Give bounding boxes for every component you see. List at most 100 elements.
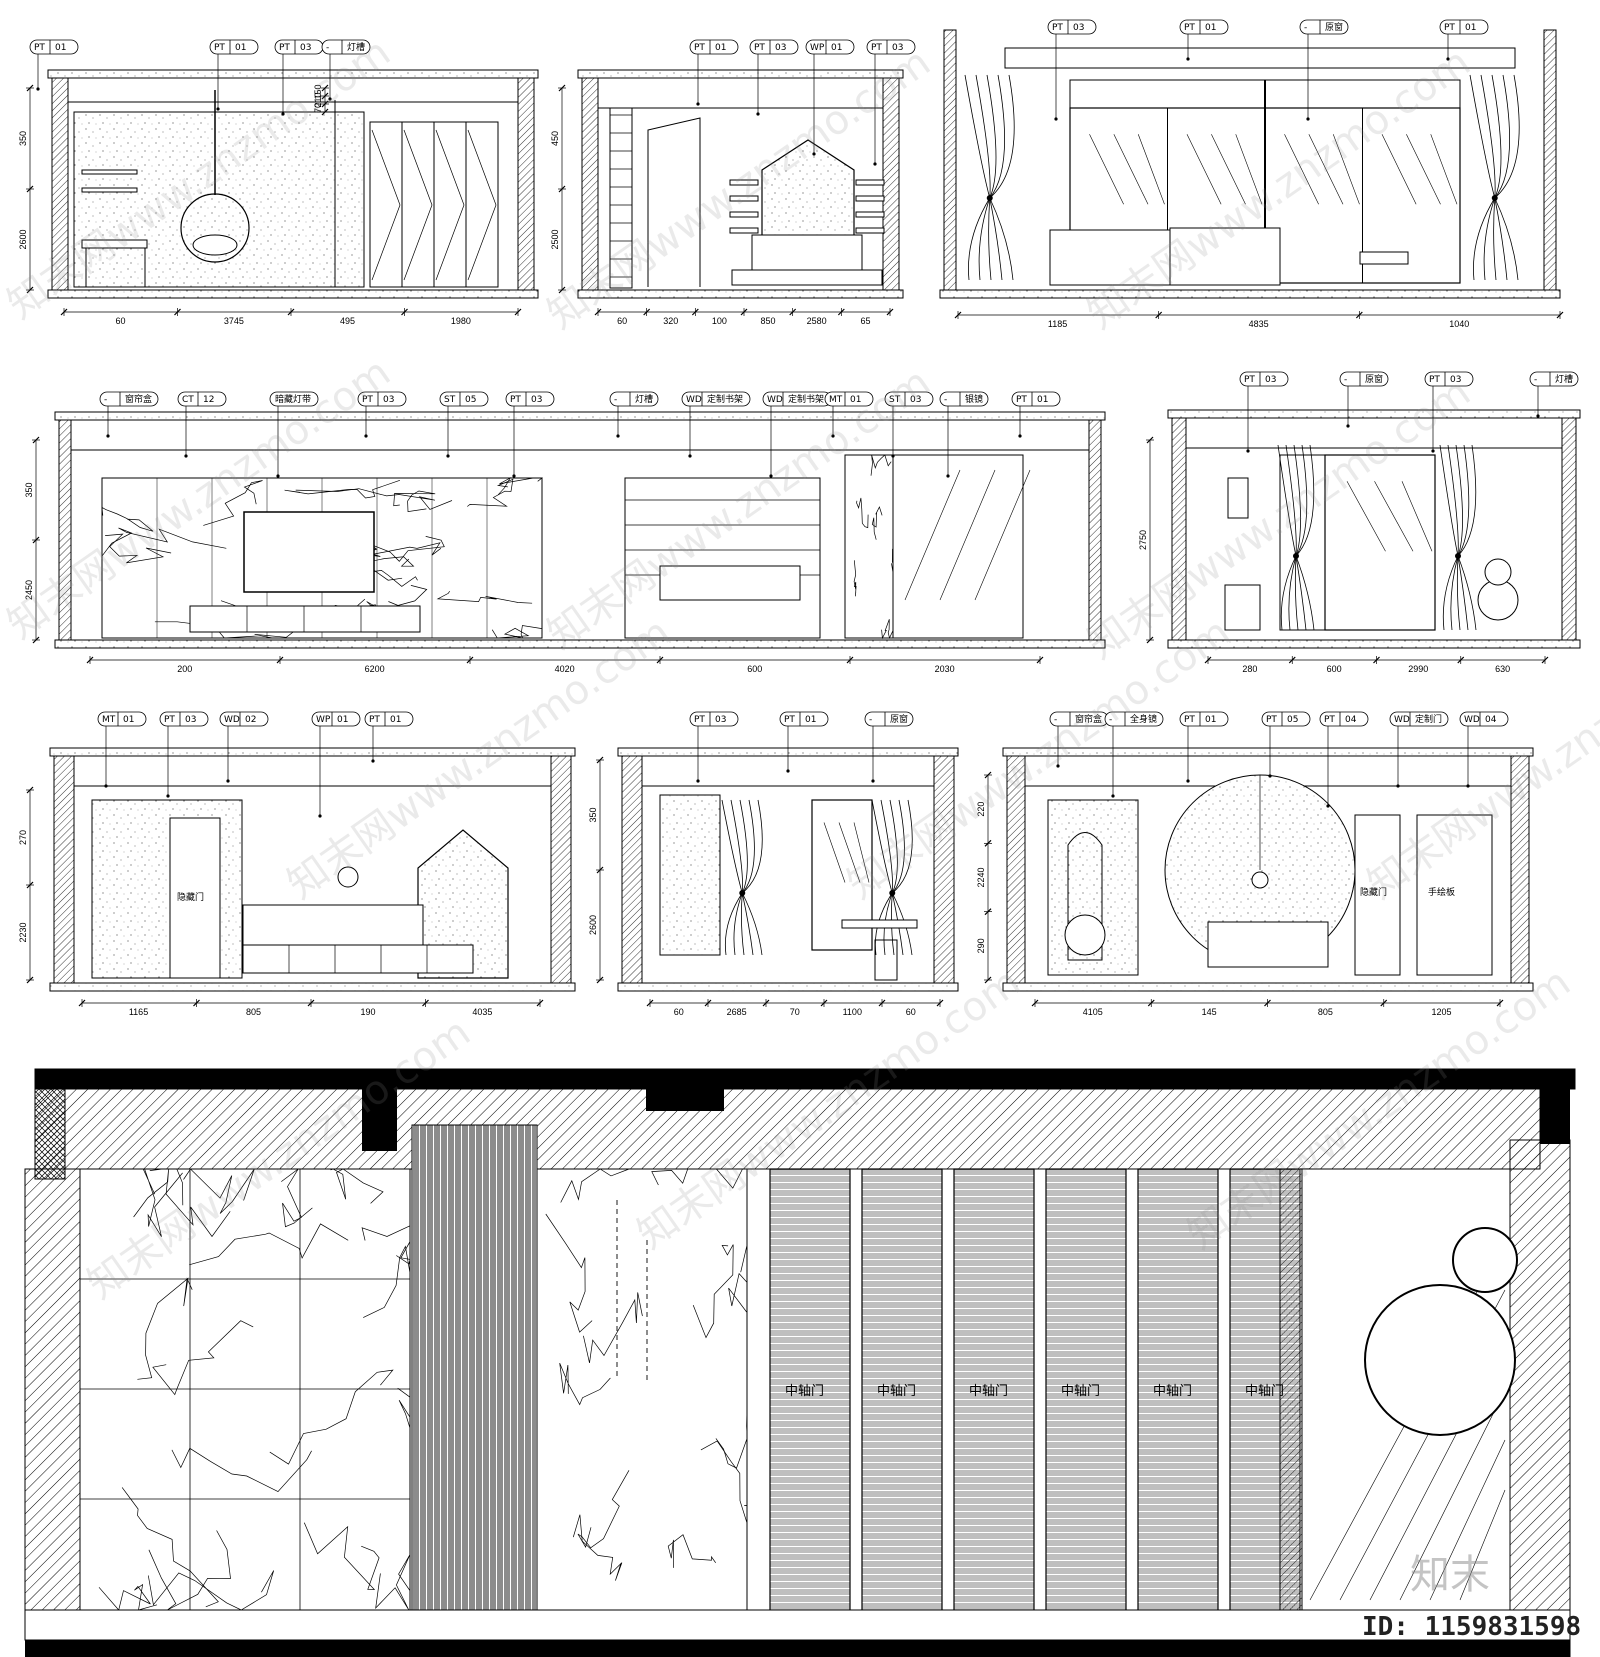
tag-number: 全身镜: [1130, 713, 1157, 725]
curtain-box: [1004, 47, 1516, 69]
window-glazing: [1324, 454, 1436, 631]
marble-wall-right: [536, 1168, 748, 1611]
tag-code: PT: [34, 43, 45, 53]
tag-number: 03: [775, 43, 786, 53]
dimension-value: 3745: [224, 316, 244, 326]
tag-code: -: [869, 715, 872, 725]
vertical-dimension: 2750: [1138, 436, 1154, 644]
dimension-value: 2600: [18, 229, 28, 249]
bed: [242, 904, 424, 946]
floor-slab: [617, 982, 959, 992]
tag-number: 01: [1037, 395, 1048, 405]
wall-section-left: [621, 755, 643, 984]
dimension-value: 4020: [555, 664, 575, 674]
tag-code: PT: [214, 43, 225, 53]
material-tag: -窗帘盒: [1049, 711, 1109, 768]
tag-number: 01: [1205, 23, 1216, 33]
site-logo: 知末: [1410, 1552, 1490, 1598]
tag-code: PT: [694, 43, 705, 53]
nightstand: [1224, 584, 1261, 631]
bookcase: [624, 477, 821, 639]
floor-slab-black: [25, 1640, 1570, 1657]
tag-number: 01: [1465, 23, 1476, 33]
tag-number: 03: [1450, 375, 1461, 385]
material-tag: -全身镜: [1104, 711, 1164, 798]
elevation-frame: [47, 69, 539, 299]
tag-number: 原窗: [890, 713, 908, 725]
dimension-value: 65: [860, 316, 870, 326]
ceiling-slab: [47, 69, 539, 79]
wall-shelf: [855, 179, 885, 186]
wall-section-right: [1509, 1139, 1571, 1657]
floor-slab: [939, 289, 1561, 299]
tag-number: 03: [383, 395, 394, 405]
dimension-value: 200: [177, 664, 192, 674]
wall-section-left: [53, 755, 75, 984]
shelf: [81, 187, 138, 193]
wall-section-right: [1510, 755, 1530, 984]
feature-wall: [73, 111, 365, 288]
tag-number: 01: [850, 395, 861, 405]
tag-number: 灯槽: [1555, 373, 1573, 385]
curtain: [721, 799, 763, 956]
louver-door: [953, 1168, 1035, 1611]
round-window-small: [1452, 1227, 1518, 1293]
tag-code: WP: [810, 43, 825, 53]
wall-section-left: [58, 419, 72, 641]
tag-code: -: [614, 395, 617, 405]
slat-screen: [411, 1124, 538, 1611]
tag-number: 03: [1265, 375, 1276, 385]
dimension-value: 805: [1318, 1007, 1333, 1017]
door-label: 中轴门: [1245, 1384, 1284, 1399]
tag-code: -: [1344, 375, 1347, 385]
dimension-value: 70: [790, 1007, 800, 1017]
hidden-door-label: 隐藏门: [177, 891, 204, 903]
tag-number: 03: [715, 715, 726, 725]
wall-shelf: [729, 179, 759, 186]
full-length-mirror: [1067, 832, 1103, 961]
dimension-value: 320: [663, 316, 678, 326]
tag-code: CT: [182, 395, 194, 405]
wall-section-left: [1171, 417, 1187, 641]
wall-shelf: [729, 195, 759, 202]
round-window-large: [1364, 1284, 1516, 1436]
dimension-value: 60: [674, 1007, 684, 1017]
tag-code: -: [1054, 715, 1057, 725]
floor-finish: [24, 1609, 1571, 1641]
tag-number: 02: [245, 715, 256, 725]
beam: [1540, 1089, 1570, 1144]
dimension-value: 150: [313, 84, 323, 99]
tag-code: -: [944, 395, 947, 405]
tag-number: 原窗: [1365, 373, 1383, 385]
dimension-value: 4835: [1249, 319, 1269, 329]
louver-door: [1045, 1168, 1127, 1611]
tag-number: 04: [1485, 715, 1497, 725]
house-bed-frame: [417, 829, 509, 979]
ceiling-slab: [577, 69, 904, 79]
marble-wall-left: [79, 1168, 411, 1611]
dimension-value: 60: [617, 316, 627, 326]
material-tag: -银镜: [939, 391, 989, 478]
dimension-value: 350: [24, 482, 34, 497]
hidden-door: [169, 817, 221, 979]
louver-door: [1137, 1168, 1219, 1611]
silver-mirror: [892, 454, 1024, 639]
tag-code: ST: [889, 395, 901, 405]
dimension-value: 4035: [472, 1007, 492, 1017]
ceiling-slab: [1167, 409, 1581, 419]
tag-number: 03: [910, 395, 921, 405]
tag-number: 04: [1345, 715, 1357, 725]
